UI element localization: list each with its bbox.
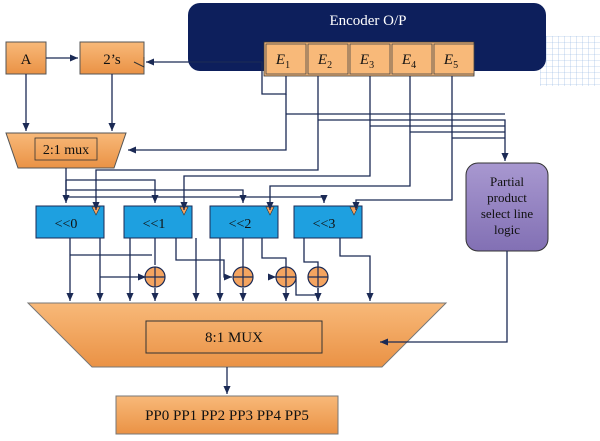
output-box xyxy=(115,395,339,435)
mux-2to1-shape xyxy=(5,132,127,169)
encoder-output-cell xyxy=(349,43,391,75)
shifter-label: <<2 xyxy=(229,217,252,232)
circle-plus-icon xyxy=(144,266,166,288)
select-logic-line-2: product xyxy=(487,190,527,205)
wire-e1-to-mux xyxy=(128,94,287,154)
wire-select-to-mux xyxy=(380,251,508,346)
select-logic-line-3: select line xyxy=(481,206,534,221)
mux-8to1-label: 8:1 MUX xyxy=(205,330,263,346)
wire-bus-e2 xyxy=(318,119,509,161)
select-logic-line-1: Partial xyxy=(490,174,524,189)
encoder-title: Encoder O/P xyxy=(329,13,406,29)
circle-plus-icon xyxy=(232,266,254,288)
mux-2to1-label: 2:1 mux xyxy=(43,143,89,158)
grid-decoration xyxy=(540,36,600,86)
shifter-label: <<1 xyxy=(143,217,166,232)
wire-into-add2 xyxy=(175,238,232,281)
shifter-box xyxy=(293,205,363,239)
shifter-label: <<0 xyxy=(55,217,78,232)
encoder-output-cell xyxy=(433,43,475,75)
wire-sh3-to-add4 xyxy=(303,238,319,267)
output-label: PP0 PP1 PP2 PP3 PP4 PP5 xyxy=(145,408,309,424)
encoder-output-cell xyxy=(307,43,349,75)
encoder-output-cell xyxy=(391,43,433,75)
mux-8to1-shape xyxy=(26,302,448,368)
wire-mux-to-sh1 xyxy=(66,179,159,203)
shifter-label: <<3 xyxy=(313,217,336,232)
mux-8to1: 8:1 MUX xyxy=(26,302,448,368)
wire-mux-to-sh3 xyxy=(65,190,328,203)
mux-2to1-inner xyxy=(34,137,98,161)
wire-e4-to-sh2 xyxy=(266,76,411,210)
twos-complement-label: 2’s xyxy=(103,52,121,68)
input-a-box xyxy=(5,41,47,75)
adder-group xyxy=(144,266,329,288)
select-logic-block: Partial product select line logic xyxy=(465,162,549,252)
shifter-box xyxy=(209,205,279,239)
wire-e1-to-twos xyxy=(146,58,287,95)
circle-plus-icon xyxy=(307,266,329,288)
output-block: PP0 PP1 PP2 PP3 PP4 PP5 xyxy=(115,395,339,435)
wires xyxy=(22,54,509,394)
input-blocks: A 2’s xyxy=(5,41,145,75)
encoder-output-cell xyxy=(265,43,307,75)
wire-sh2-to-add3 xyxy=(261,238,287,267)
input-a-label: A xyxy=(21,52,32,68)
shifter-box xyxy=(123,205,193,239)
shifter-blocks: <<0 <<1 <<2 <<3 xyxy=(35,205,363,239)
wire-e2-to-sh0 xyxy=(92,76,319,210)
mux-8to1-inner xyxy=(145,320,323,354)
select-logic-line-4: logic xyxy=(494,222,520,237)
wire-sh3-direct xyxy=(339,238,374,301)
twos-clock-icon xyxy=(133,57,145,68)
circle-plus-icon xyxy=(275,266,297,288)
mux-2to1: 2:1 mux xyxy=(5,132,127,169)
